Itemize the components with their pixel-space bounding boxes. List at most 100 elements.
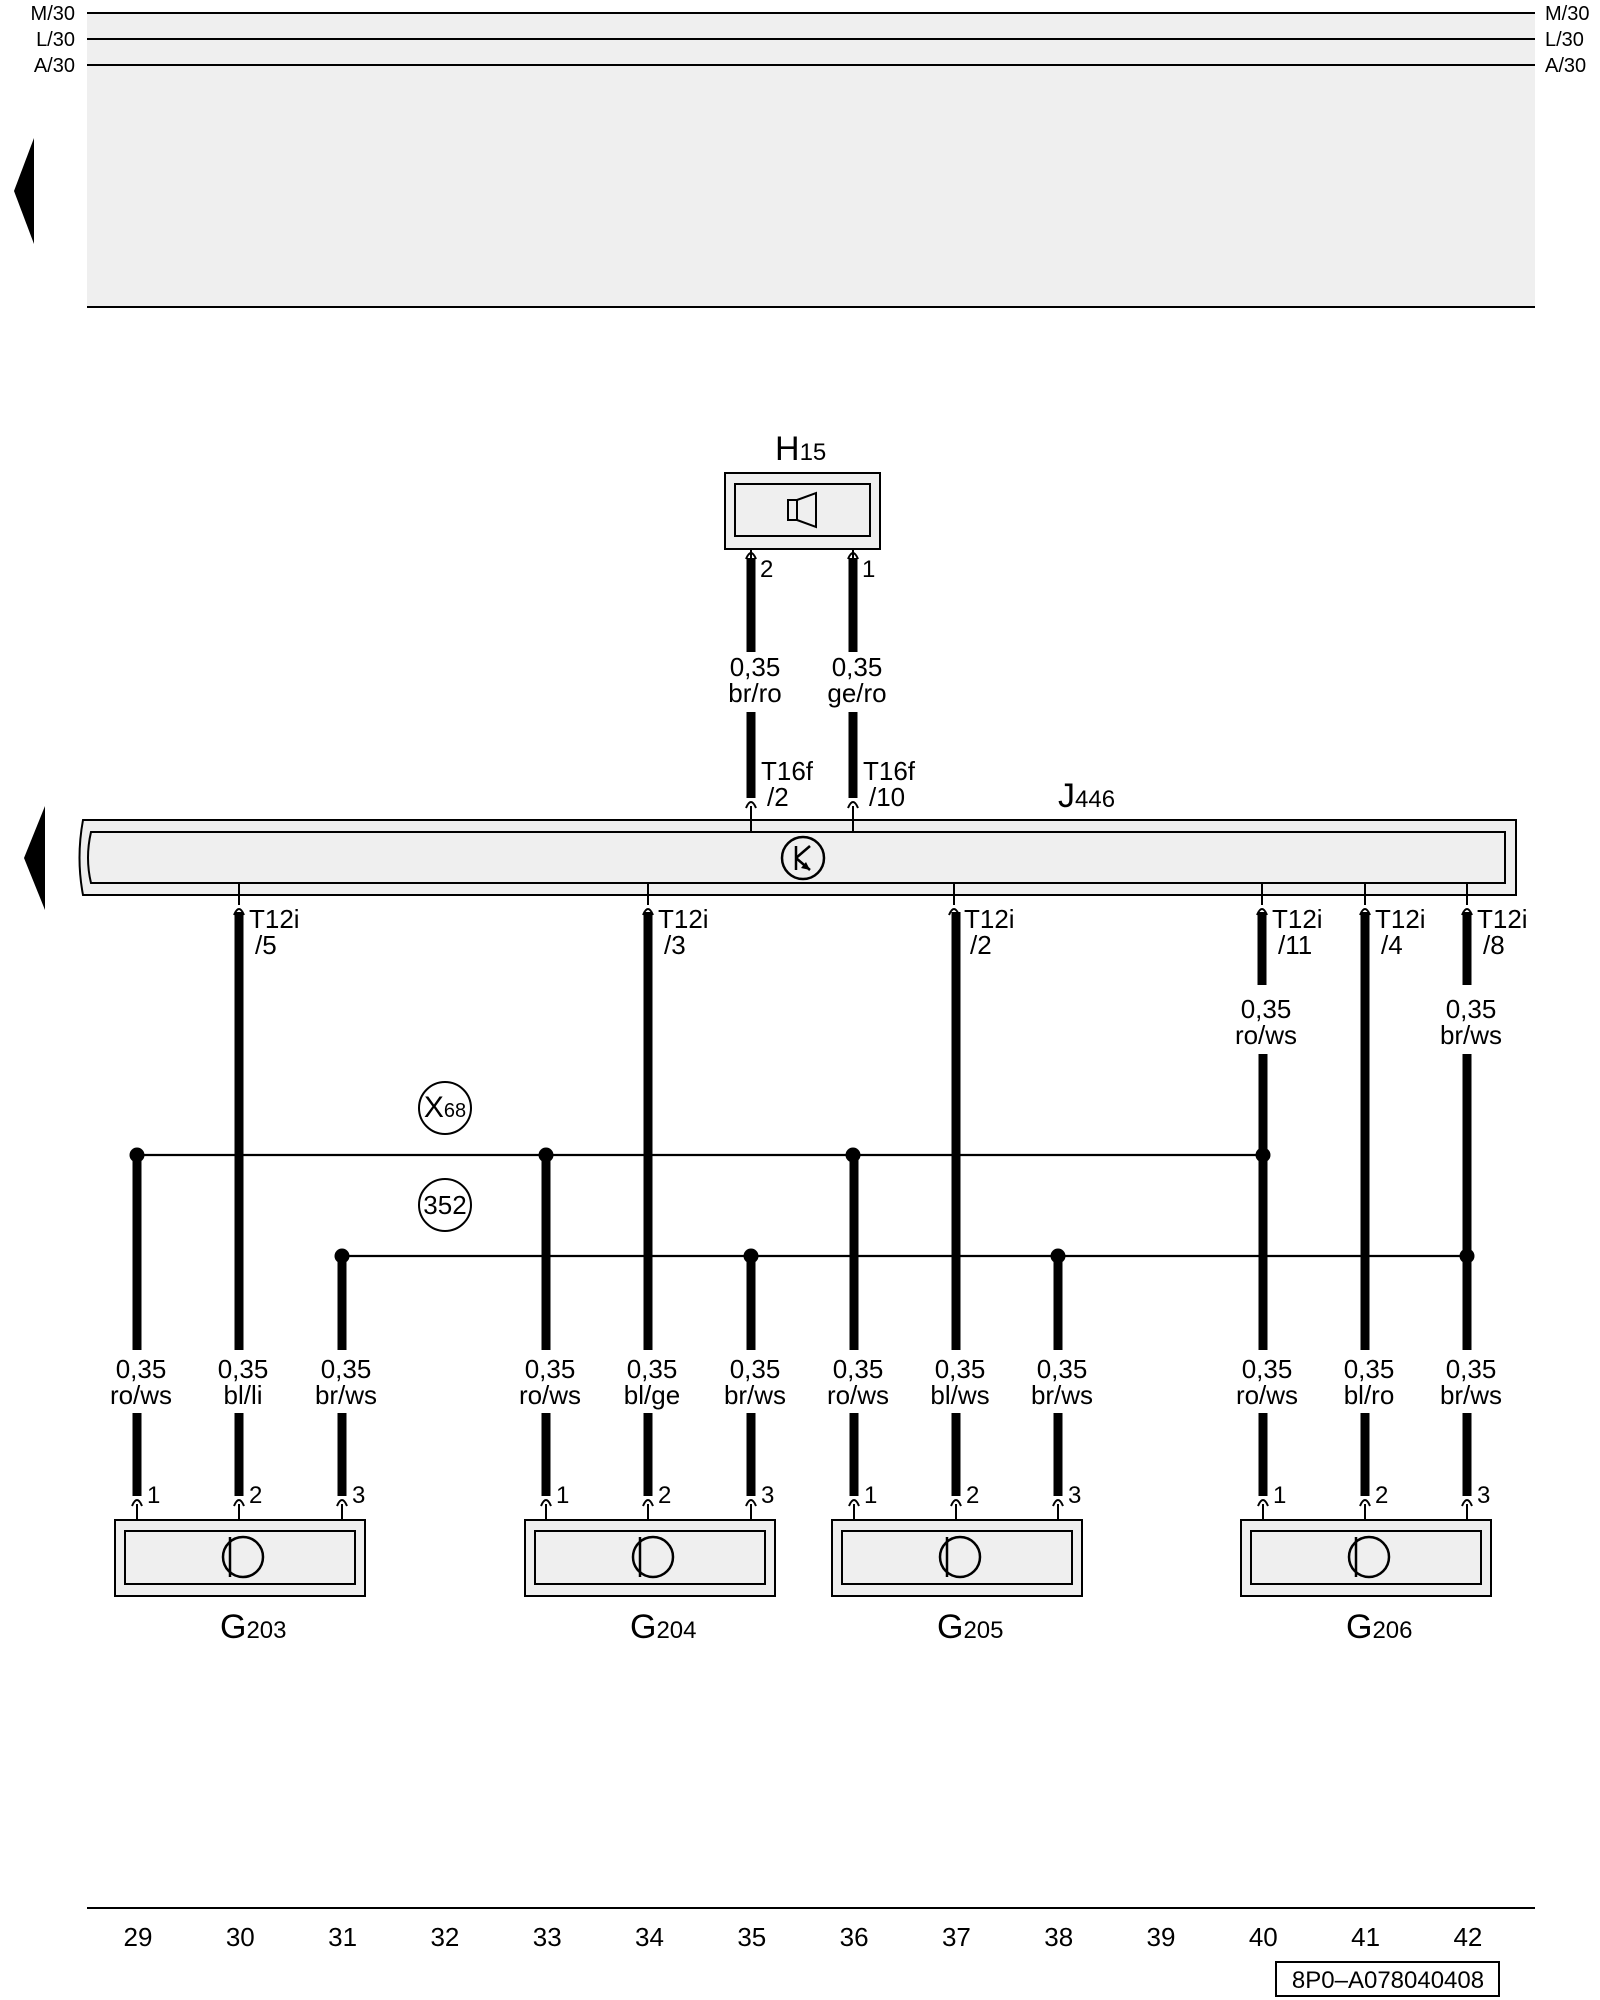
sensor-pin-number: 1 [147,1482,160,1509]
wire-color-label: br/ws [1440,1020,1502,1050]
sensor-label-g203: G203 [220,1608,287,1646]
h15-pin-number: 1 [862,556,875,583]
wire-color-label: ge/ro [827,678,886,708]
sensor-g206: G206 [1240,1519,1492,1646]
column-number: 40 [1249,1922,1278,1952]
sensor-g204: G204 [524,1519,776,1646]
j446-pin-arrow [847,801,859,809]
sensor-pin-arrow [848,1499,860,1507]
connector-label: T12i [1375,904,1426,934]
rail-label-left-m30: M/30 [31,3,75,25]
connector-label: T12i [964,904,1015,934]
sensor-pin-number: 3 [1068,1482,1081,1509]
sensor-pin-number: 3 [761,1482,774,1509]
h15-pin-number: 2 [760,556,773,583]
junction-dot-352 [1459,1248,1475,1264]
wire-size-label: 0,35 [627,1354,678,1384]
upper-shaded-area [87,14,1535,307]
junction-dot-352 [334,1248,350,1264]
h15-label: H15 [775,430,826,468]
sensor-icon [221,1535,265,1579]
sensor-g205: G205 [831,1519,1083,1646]
connector-label: T12i [658,904,709,934]
sensor-pin-arrow [950,1499,962,1507]
wire-size-label: 0,35 [1241,994,1292,1024]
sensor-pin-number: 2 [658,1482,671,1509]
column-number: 35 [737,1922,766,1952]
sensor-pin-number: 2 [249,1482,262,1509]
wire-size-label: 0,35 [1344,1354,1395,1384]
connector-label: T16f [863,756,916,786]
wire-color-label: br/ws [315,1380,377,1410]
wire-color-label: ro/ws [1236,1380,1298,1410]
column-number: 36 [840,1922,869,1952]
connector-pin-label: /8 [1483,930,1505,960]
node-x68: X68 [418,1081,472,1135]
sensor-pin-arrow [745,1499,757,1507]
j446-label: J446 [1058,777,1115,815]
sensor-pin-arrow [336,1499,348,1507]
connector-pin-label: /4 [1381,930,1403,960]
column-number: 39 [1147,1922,1176,1952]
wire-color-label: br/ws [1031,1380,1093,1410]
column-number: 41 [1351,1922,1380,1952]
rail-label-left-a30: A/30 [34,55,75,77]
sensor-pin-arrow [540,1499,552,1507]
rail-label-left-l30: L/30 [36,29,75,51]
sensor-pin-arrow [642,1499,654,1507]
wire-color-label: br/ws [724,1380,786,1410]
sensor-label-g205: G205 [937,1608,1004,1646]
wire-color-label: bl/ge [624,1380,680,1410]
sensor-pin-arrow [233,1499,245,1507]
junction-dot-x68 [1255,1147,1271,1163]
sensor-pin-number: 1 [1273,1482,1286,1509]
wire-color-label: ro/ws [827,1380,889,1410]
connector-pin-label: /2 [767,782,789,812]
wire-size-label: 0,35 [525,1354,576,1384]
sensor-pin-arrow [1359,1499,1371,1507]
wire-size-label: 0,35 [1446,1354,1497,1384]
column-number: 42 [1453,1922,1482,1952]
column-number: 38 [1044,1922,1073,1952]
continuation-arrow-middle [24,806,45,910]
sensor-pin-number: 3 [352,1482,365,1509]
transistor-icon [780,835,826,881]
connector-label: T16f [761,756,814,786]
svg-text:X68: X68 [424,1091,466,1124]
wire-color-label: ro/ws [519,1380,581,1410]
connector-pin-label: /2 [970,930,992,960]
wire-size-label: 0,35 [116,1354,167,1384]
rail-label-right-l30: L/30 [1545,29,1584,51]
junction-dot-x68 [845,1147,861,1163]
column-number: 29 [124,1922,153,1952]
svg-text:352: 352 [423,1190,466,1220]
wire-size-label: 0,35 [730,1354,781,1384]
h15-pin-arrow [745,552,757,560]
doc-id-box [1275,1961,1500,1997]
sensor-pin-number: 2 [966,1482,979,1509]
wire-size-label: 0,35 [832,652,883,682]
rail-label-right-m30: M/30 [1545,3,1589,25]
sensor-pin-number: 1 [864,1482,877,1509]
sensor-pin-number: 1 [556,1482,569,1509]
horn-icon [787,491,817,529]
wire-color-label: br/ws [1440,1380,1502,1410]
wire-color-label: ro/ws [110,1380,172,1410]
sensor-pin-number: 2 [1375,1482,1388,1509]
node-352: 352 [418,1178,472,1232]
sensor-inner-box [534,1530,766,1585]
sensor-icon [938,1535,982,1579]
wire-size-label: 0,35 [1446,994,1497,1024]
sensor-pin-arrow [131,1499,143,1507]
wire-color-label: bl/li [223,1380,262,1410]
connector-label: T12i [1272,904,1323,934]
wire-size-label: 0,35 [321,1354,372,1384]
junction-dot-352 [743,1248,759,1264]
sensor-pin-number: 3 [1477,1482,1490,1509]
connector-label: T12i [1477,904,1528,934]
wire-color-label: br/ro [728,678,781,708]
wire-color-label: bl/ws [930,1380,989,1410]
sensor-pin-arrow [1052,1499,1064,1507]
connector-pin-label: /5 [255,930,277,960]
sensor-pin-arrow [1257,1499,1269,1507]
